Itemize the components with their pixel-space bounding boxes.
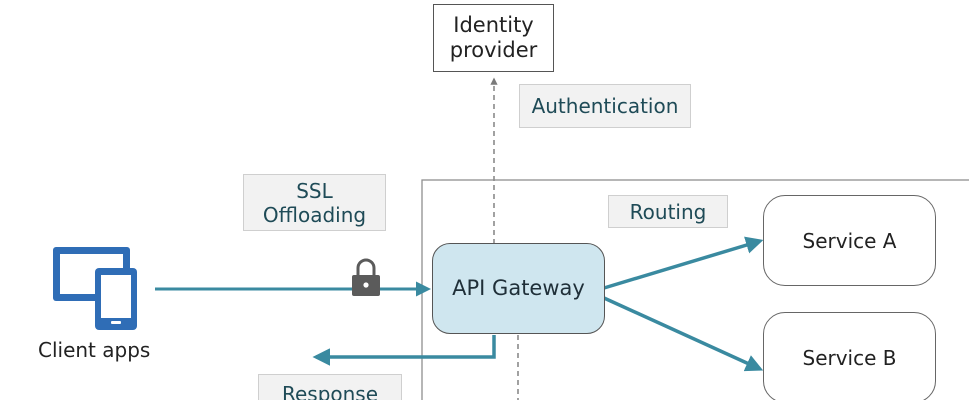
client-apps-label: Client apps — [38, 338, 151, 362]
devices-icon — [53, 247, 137, 330]
response-arrow — [312, 335, 496, 366]
service-a-node: Service A — [763, 195, 936, 286]
routing-tag: Routing — [608, 195, 728, 228]
identity-provider-node: Identity provider — [433, 4, 554, 72]
lock-icon — [352, 258, 380, 296]
api-gateway-node: API Gateway — [432, 243, 605, 334]
gateway-to-service-a-arrow — [603, 236, 764, 290]
ssl-offloading-tag: SSL Offloading — [243, 174, 386, 231]
gateway-zone-frame — [421, 179, 969, 400]
response-tag: Response — [258, 374, 402, 400]
gateway-to-service-b-arrow — [603, 296, 764, 372]
service-b-node: Service B — [763, 312, 936, 400]
authentication-tag: Authentication — [519, 84, 691, 128]
